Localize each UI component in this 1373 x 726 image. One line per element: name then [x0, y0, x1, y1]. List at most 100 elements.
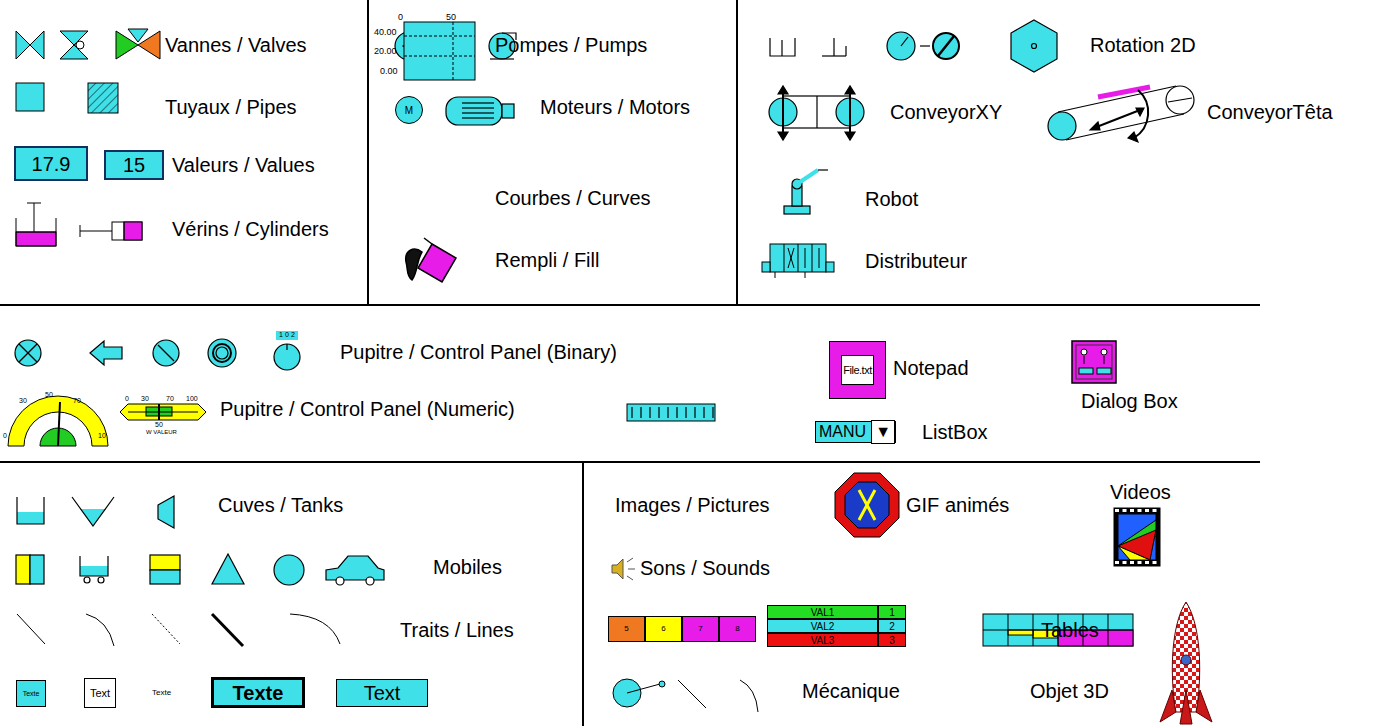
- gif-icon: [835, 473, 899, 537]
- mechanics-symbols: [678, 680, 706, 708]
- distributor-symbol: [784, 244, 785, 272]
- valve-symbols: [128, 29, 148, 42]
- scale-number: Texte: [152, 688, 171, 697]
- bargraph-ticks: [640, 407, 641, 418]
- palette-caption: Mécanique: [802, 680, 900, 703]
- table-symbol: [983, 614, 1133, 646]
- scale-number: 100: [186, 395, 198, 403]
- bargraph-ticks: [658, 407, 659, 418]
- table-cell: VAL1: [767, 605, 878, 619]
- conveyor-theta: [1066, 114, 1184, 140]
- rotation-symbols: [781, 40, 782, 56]
- line-symbols: [152, 614, 180, 644]
- tank-symbols: [17, 496, 174, 528]
- bargraph-ticks: [712, 407, 713, 418]
- node-text: MANU: [819, 423, 866, 441]
- film-holes: [1130, 561, 1134, 564]
- scale-number: 30: [141, 395, 149, 403]
- separator-lines: [736, 0, 738, 305]
- distributor-symbol: [819, 248, 820, 268]
- value-display: 17.9: [14, 146, 88, 181]
- fill-bucket-icon: [406, 238, 456, 282]
- motor-symbol: [502, 104, 514, 118]
- dialog-box-icon: [1101, 349, 1107, 355]
- scale-number: W VALEUR: [146, 429, 177, 436]
- palette-caption: Rempli / Fill: [495, 249, 599, 272]
- table-cell: VAL3: [767, 633, 878, 647]
- binary-control-panel: [19, 344, 37, 362]
- binary-control-panel: [90, 341, 122, 365]
- motor-circle: M: [395, 96, 423, 124]
- mobile-symbols: [98, 577, 104, 583]
- node-text: Text: [364, 682, 401, 704]
- curve-chart: [404, 22, 475, 80]
- palette-caption: Rotation 2D: [1090, 34, 1196, 57]
- video-icon: [1118, 530, 1156, 560]
- palette-caption: Objet 3D: [1030, 680, 1109, 703]
- scale-number: 0: [125, 395, 129, 403]
- numeric-control-panel: [128, 412, 198, 413]
- robot-symbol: [784, 170, 828, 214]
- table-cell: 8: [719, 616, 756, 642]
- dialog-box-icon: [1079, 368, 1093, 374]
- node-text: Texte: [23, 690, 40, 698]
- sound-icon: [612, 558, 635, 580]
- tank-symbols: [158, 496, 174, 528]
- conveyor-xy: [845, 86, 855, 94]
- line-symbols: [17, 614, 45, 644]
- film-holes: [1115, 509, 1119, 512]
- palette-caption: Valeurs / Values: [172, 154, 315, 177]
- palette-caption: Distributeur: [865, 250, 967, 273]
- conveyor-xy: [769, 86, 864, 140]
- mobile-symbols: [84, 577, 90, 583]
- palette-caption: Pupitre / Control Panel (Numeric): [220, 398, 515, 421]
- binary-control-panel: [15, 331, 300, 370]
- curve-chart: [404, 22, 475, 80]
- conveyor-theta: [1168, 98, 1192, 102]
- scale-number: 0.00: [380, 66, 398, 76]
- dialog-box-icon: [1104, 356, 1105, 364]
- mobile-symbols: [30, 555, 44, 584]
- cylinder-symbols: [16, 218, 56, 246]
- line-symbols: [86, 614, 114, 646]
- film-holes: [1145, 561, 1149, 564]
- separator-lines: [0, 0, 1260, 726]
- bargraph-ticks: [649, 407, 650, 418]
- curve-chart: [404, 36, 475, 37]
- table-cell: 5: [608, 616, 645, 642]
- line-symbols: [17, 614, 340, 646]
- tank-symbols: [17, 512, 44, 524]
- video-icon: [1118, 546, 1150, 560]
- table-symbol: [1008, 630, 1033, 635]
- scale-number: 0: [398, 12, 403, 22]
- conveyor-xy: [782, 90, 784, 136]
- table-cell: 2: [878, 619, 906, 633]
- rotation-symbols: [933, 33, 959, 59]
- mobile-symbols: [366, 577, 374, 585]
- cylinder-symbols: [112, 222, 142, 240]
- distributor-symbol: [805, 248, 806, 268]
- rocket-3d: [1160, 602, 1212, 724]
- pump-symbols: [490, 58, 514, 59]
- mobile-symbols: [16, 554, 384, 585]
- binary-control-panel: [286, 344, 287, 350]
- motor-symbol: [446, 97, 502, 125]
- numeric-control-panel: [8, 396, 715, 446]
- notepad-icon: File.txt: [829, 341, 886, 399]
- binary-control-panel: [153, 340, 179, 366]
- tank-symbols: [80, 509, 106, 526]
- scale-number: 30: [19, 397, 27, 405]
- curve-chart: [404, 56, 475, 57]
- robot-symbol: [784, 206, 810, 214]
- video-icon: [1114, 508, 1160, 566]
- palette-caption: Images / Pictures: [615, 494, 770, 517]
- mobile-symbols: [150, 570, 180, 584]
- video-icon: [1118, 514, 1156, 560]
- distributor-symbol: [762, 262, 770, 272]
- node-text: 8: [735, 625, 739, 634]
- palette-caption: ListBox: [922, 421, 988, 444]
- bargraph-ticks: [703, 407, 704, 418]
- distributor-symbol: [805, 272, 806, 278]
- rocket-3d: [1180, 690, 1192, 724]
- conveyor-xy: [845, 132, 855, 140]
